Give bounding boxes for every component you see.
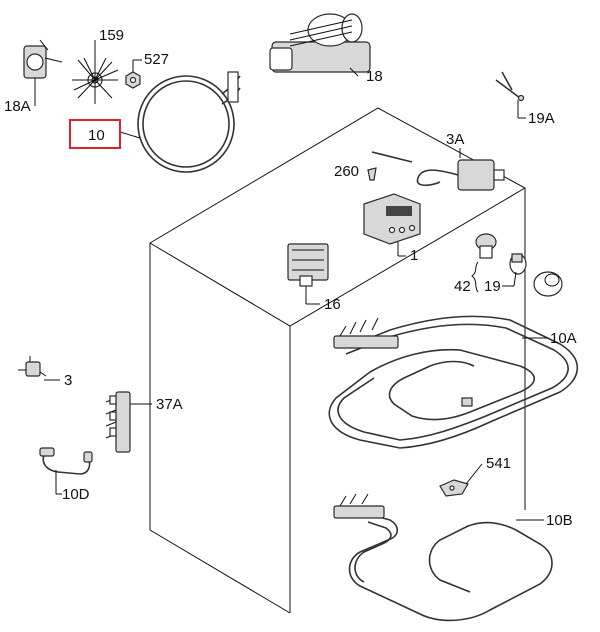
label-18a: 18A [4,98,31,115]
label-159: 159 [99,27,124,44]
part-lamp-cover[interactable] [533,271,563,297]
part-159-fan-wheel[interactable] [72,56,119,104]
label-19a: 19A [528,110,555,127]
label-260: 260 [334,163,359,180]
part-260-clip[interactable] [367,167,377,181]
part-18a-motor[interactable] [23,39,63,79]
part-16-selector-switch[interactable] [287,243,329,287]
label-10b: 10B [546,512,573,529]
part-3a-thermostat[interactable] [371,151,505,191]
label-10a: 10A [550,330,577,347]
part-541-connector[interactable] [439,479,469,497]
label-18: 18 [366,68,383,85]
part-42-lamp-holder[interactable] [475,233,497,259]
label-10: 10 [88,127,105,144]
label-1: 1 [410,247,418,264]
part-1-timer[interactable] [363,193,421,245]
part-3-thermostat-small[interactable] [18,356,47,377]
label-3: 3 [64,372,72,389]
part-37a-terminal-block[interactable] [105,391,131,453]
part-10a-grill-element[interactable] [328,315,579,449]
oven-cabinet [149,107,526,614]
part-10-circular-element[interactable] [137,71,241,173]
part-18-tangential-fan[interactable] [269,13,371,73]
part-10d-wire-harness[interactable] [39,447,93,475]
label-37a: 37A [156,396,183,413]
part-10b-bottom-element[interactable] [333,493,553,622]
part-19-lamp-bulb[interactable] [509,253,527,275]
highlight-box-10 [69,119,121,149]
label-541: 541 [486,455,511,472]
label-3a: 3A [446,131,464,148]
label-16: 16 [324,296,341,313]
label-19: 19 [484,278,501,295]
part-527-nut[interactable] [125,71,141,89]
label-527: 527 [144,51,169,68]
part-19a-sensor[interactable] [495,71,525,102]
label-42: 42 [454,278,471,295]
label-10d: 10D [62,486,90,503]
